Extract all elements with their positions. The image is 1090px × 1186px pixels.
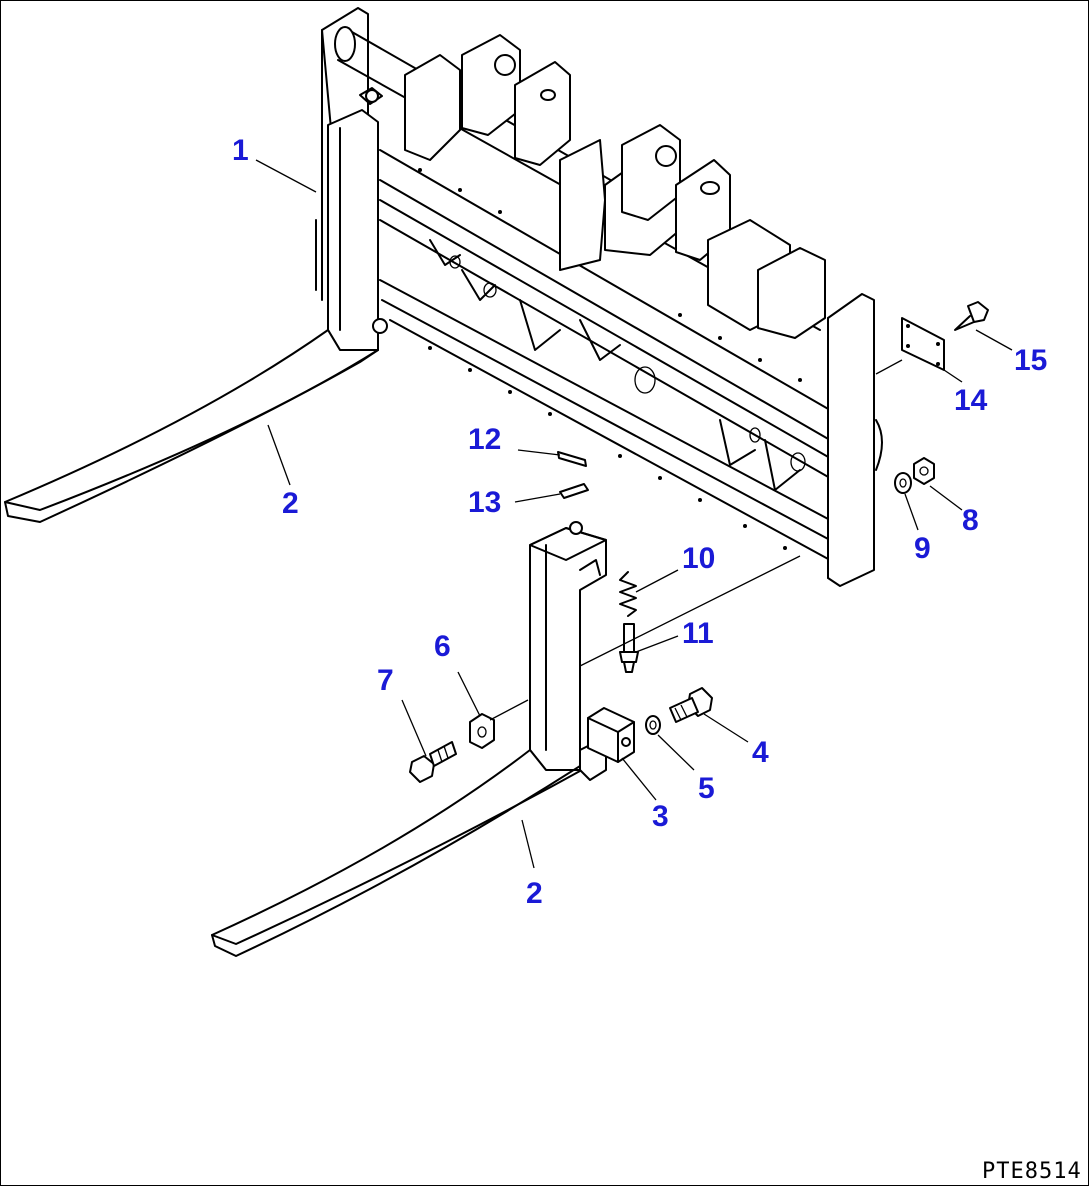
callout-7: 7 xyxy=(377,664,394,697)
callout-12: 12 xyxy=(468,423,501,456)
part-9-washer xyxy=(894,472,912,494)
callout-11: 11 xyxy=(682,617,714,650)
callout-14: 14 xyxy=(954,384,988,417)
callout-5: 5 xyxy=(698,772,715,805)
part-11-pin xyxy=(619,623,639,673)
part-15-screw xyxy=(954,301,989,331)
callout-2-lower: 2 xyxy=(526,877,543,910)
part-6-nut xyxy=(469,713,495,749)
part-5-washer xyxy=(645,715,661,735)
callout-2-upper: 2 xyxy=(282,487,299,520)
part-13-roll-pin xyxy=(559,483,589,499)
callout-4: 4 xyxy=(752,736,769,769)
callout-15: 15 xyxy=(1014,344,1047,377)
part-14-plate xyxy=(901,317,945,371)
callout-9: 9 xyxy=(914,532,931,565)
callout-6: 6 xyxy=(434,630,451,663)
part-3-stopper-block xyxy=(587,707,635,763)
part-10-spring xyxy=(619,571,637,617)
part-7-bolt xyxy=(409,741,457,783)
callout-8: 8 xyxy=(962,504,979,537)
rail-hooks xyxy=(429,239,806,491)
part-8-nut xyxy=(913,457,935,485)
callout-labels: 1 2 2 3 4 5 6 7 8 9 10 11 12 13 14 15 xyxy=(232,134,1047,910)
fork-upper xyxy=(4,87,388,523)
callout-13: 13 xyxy=(468,486,501,519)
part-4-bolt xyxy=(669,687,713,723)
rail-holes xyxy=(418,168,802,550)
callout-3: 3 xyxy=(652,800,669,833)
callout-1: 1 xyxy=(232,134,249,167)
drawing-code: PTE8514 xyxy=(982,1159,1082,1184)
part-12-pin xyxy=(557,451,587,467)
carriage-frame xyxy=(315,7,883,587)
fork-lower xyxy=(211,521,607,957)
mount-bracket-right xyxy=(604,124,826,339)
leader-lines xyxy=(255,159,1013,869)
callout-10: 10 xyxy=(682,542,715,575)
mount-bracket-left xyxy=(404,34,606,271)
